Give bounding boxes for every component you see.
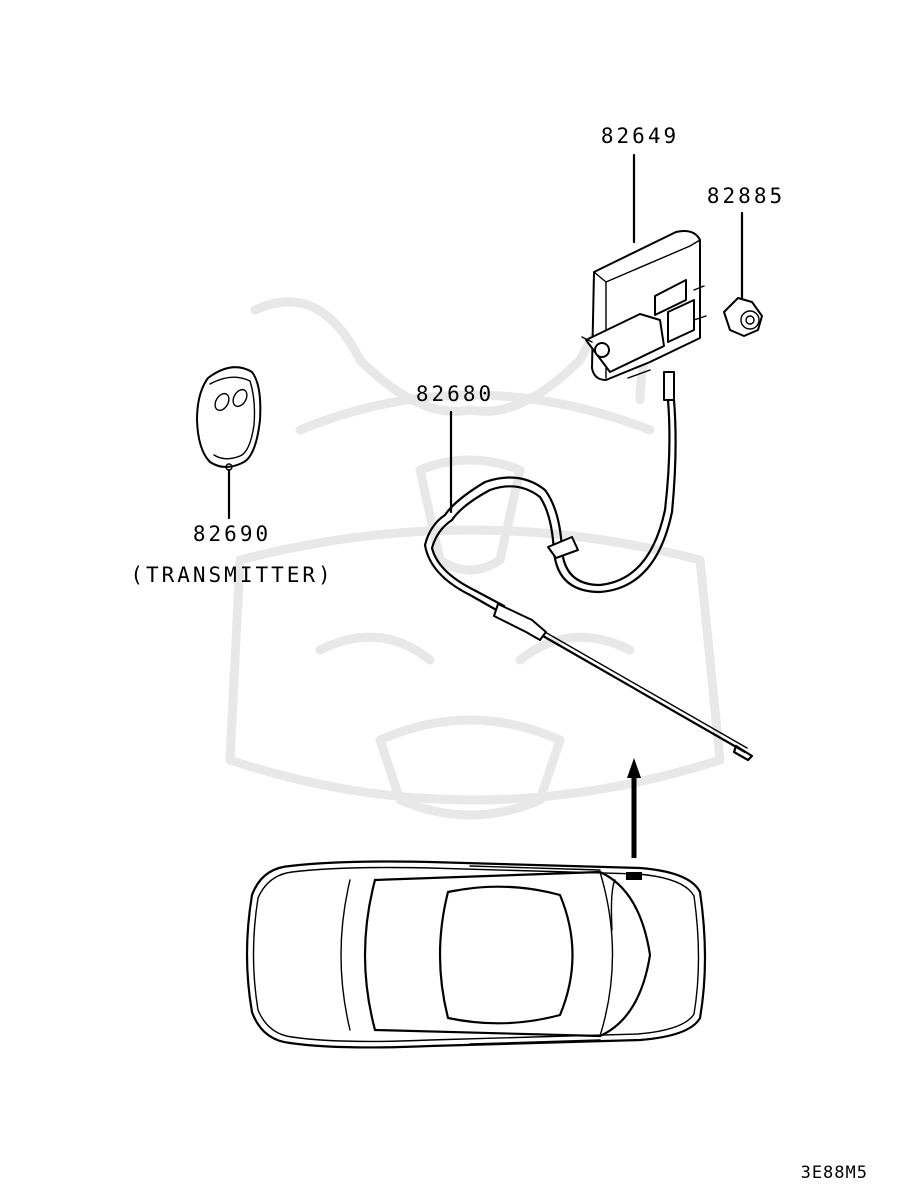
diagram-code: 3E88M5 bbox=[801, 1163, 868, 1183]
grommet-icon[interactable] bbox=[723, 297, 763, 337]
transmitter-caption: (TRANSMITTER) bbox=[130, 563, 333, 587]
antenna-cable-icon[interactable] bbox=[423, 371, 754, 762]
receiver-unit-icon[interactable] bbox=[581, 230, 707, 381]
antenna-part-number: 82680 bbox=[416, 382, 494, 406]
transmitter-part-number: 82690 bbox=[193, 522, 271, 546]
key-fob-transmitter-icon[interactable] bbox=[196, 366, 262, 471]
receiver-part-number: 82649 bbox=[601, 124, 679, 148]
location-arrow-icon bbox=[627, 758, 641, 858]
grommet-part-number: 82885 bbox=[707, 184, 785, 208]
sedan-top-view-icon bbox=[245, 860, 707, 1049]
